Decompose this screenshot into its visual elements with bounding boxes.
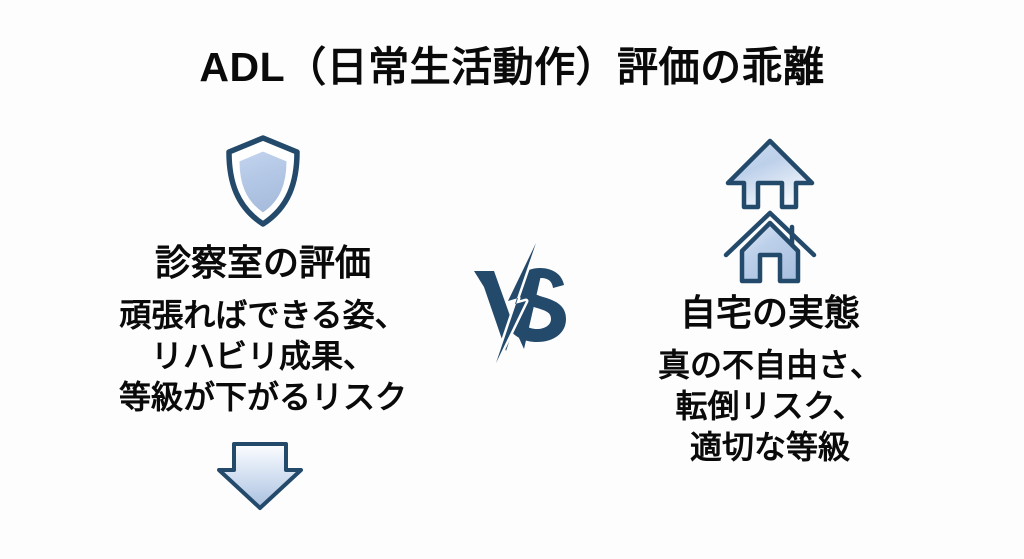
left-panel-heading: 診察室の評価 bbox=[154, 242, 371, 283]
arrow-down-icon-container bbox=[205, 440, 315, 520]
page-title: ADL（日常生活動作）評価の乖離 bbox=[199, 44, 825, 90]
arrow-up-icon bbox=[725, 138, 815, 210]
right-body-line-1: 真の不自由さ、 bbox=[657, 346, 882, 383]
right-body-line-3: 適切な等級 bbox=[689, 428, 850, 465]
house-with-up-arrow-icon-container bbox=[590, 135, 950, 285]
shield-icon-container bbox=[83, 135, 443, 240]
shield-icon bbox=[226, 135, 300, 227]
left-body-line-3: 等級が下がるリスク bbox=[118, 378, 407, 415]
right-panel: 自宅の実態 真の不自由さ、 転倒リスク、 適切な等級 bbox=[590, 135, 950, 468]
versus-badge bbox=[462, 240, 582, 366]
arrow-down-icon bbox=[217, 442, 303, 510]
right-panel-heading: 自宅の実態 bbox=[679, 292, 860, 333]
left-body-line-1: 頑張ればできる姿、 bbox=[119, 296, 407, 333]
house-icon bbox=[723, 210, 817, 284]
right-body-line-2: 転倒リスク、 bbox=[675, 387, 865, 424]
versus-badge-graphic bbox=[474, 240, 566, 366]
left-panel: 診察室の評価 頑張ればできる姿、 リハビリ成果、 等級が下がるリスク bbox=[83, 135, 443, 418]
left-body-line-2: リハビリ成果、 bbox=[150, 337, 375, 374]
house-with-up-arrow-icon bbox=[723, 138, 817, 284]
left-panel-body: 頑張ればできる姿、 リハビリ成果、 等級が下がるリスク bbox=[83, 295, 443, 418]
right-panel-body: 真の不自由さ、 転倒リスク、 適切な等級 bbox=[590, 345, 950, 468]
